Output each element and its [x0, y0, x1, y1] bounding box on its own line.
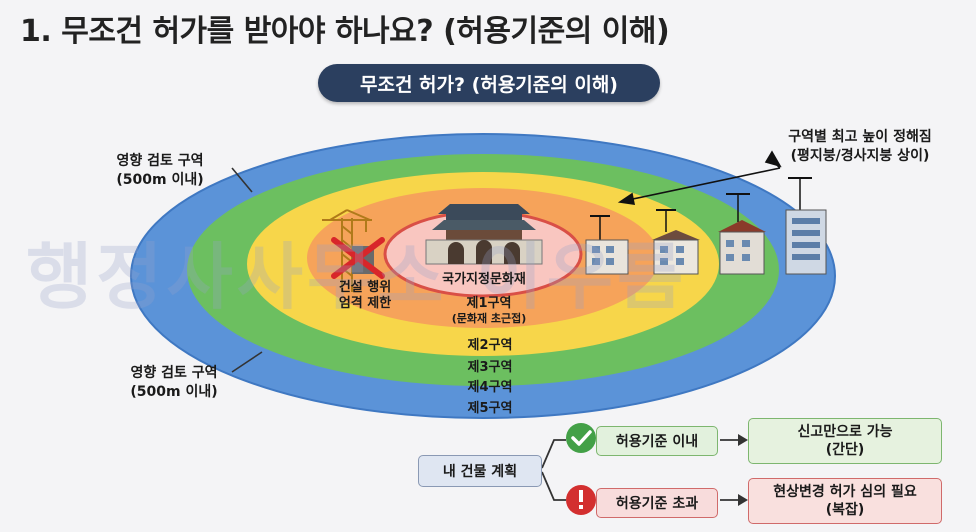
cross-icon [331, 237, 385, 279]
palace-icon [425, 204, 543, 265]
exceed-node: 허용기준 초과 [596, 488, 718, 518]
zone-5-label: 제5구역 [467, 401, 513, 416]
page-title: 1. 무조건 허가를 받아야 하나요? (허용기준의 이해) [20, 14, 670, 49]
within-node: 허용기준 이내 [596, 426, 718, 456]
plan-node: 내 건물 계획 [418, 455, 542, 487]
zone-4-label: 제4구역 [467, 380, 513, 395]
arrow-icon [617, 150, 782, 205]
check-icon [566, 423, 596, 453]
subtitle-pill: 무조건 허가? (허용기준의 이해) [318, 64, 660, 102]
building-icon-3 [718, 193, 766, 275]
exclamation-icon [566, 485, 596, 515]
zone-2-label: 제2구역 [467, 338, 513, 353]
building-icon-4 [785, 177, 827, 275]
zone-1-label: 제1구역 (문화재 초근접) [451, 296, 527, 325]
building-icon-1 [585, 215, 629, 275]
restriction-label: 건설 행위 엄격 제한 [338, 280, 392, 311]
exceed-result-node: 현상변경 허가 심의 필요 (복잡) [748, 478, 942, 524]
building-icon-2 [652, 209, 700, 275]
zone-3-label: 제3구역 [467, 360, 513, 375]
heritage-label: 국가지정문화재 [442, 272, 526, 287]
within-result-node: 신고만으로 가능 (간단) [748, 418, 942, 464]
review-zone-label-top: 영향 검토 구역 (500m 이내) [116, 153, 204, 188]
review-zone-label-bottom: 영향 검토 구역 (500m 이내) [130, 365, 218, 400]
watermark: 행정사사무소 이우름 [26, 235, 688, 319]
height-note: 구역별 최고 높이 정해짐 (평지붕/경사지붕 상이) [788, 129, 932, 164]
